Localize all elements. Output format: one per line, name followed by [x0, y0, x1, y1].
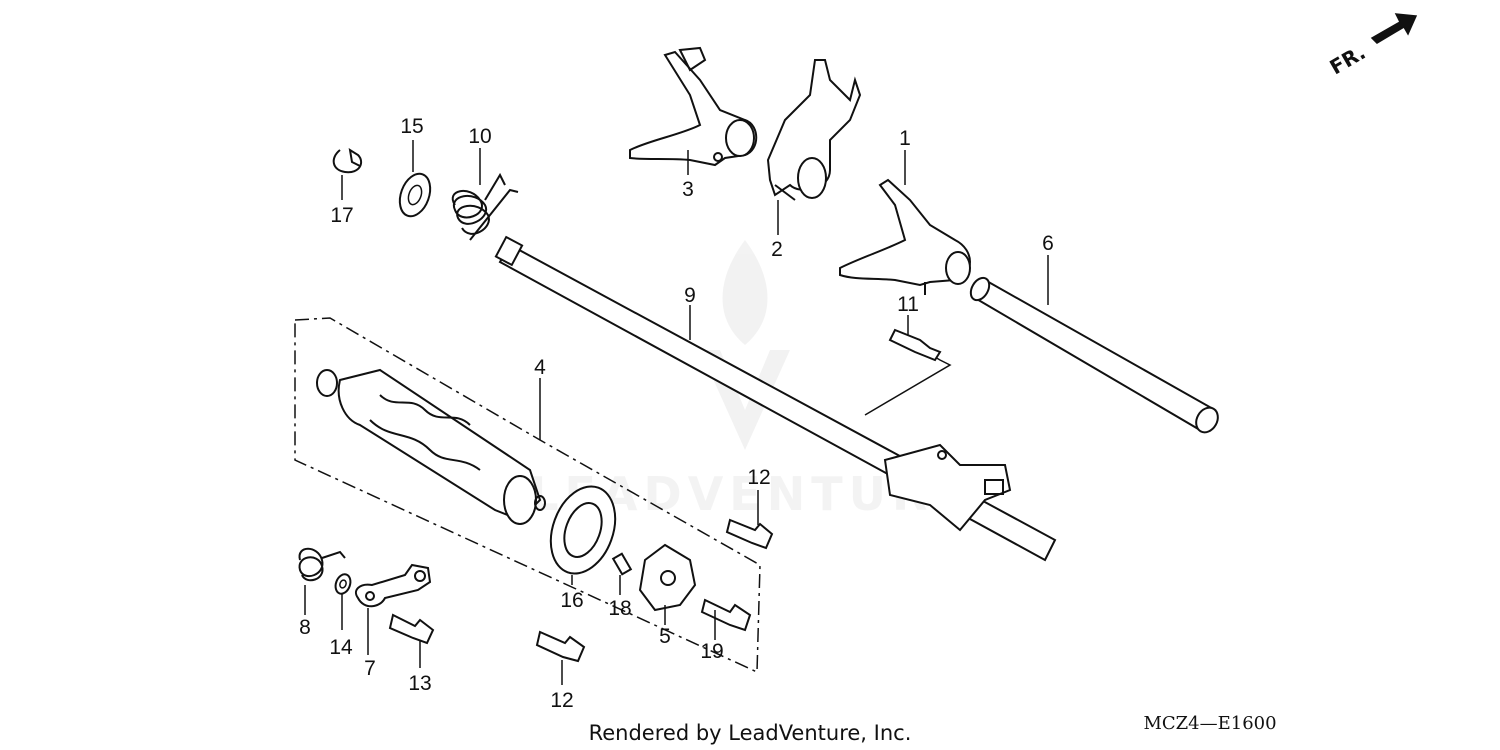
- part-8-spring[interactable]: [298, 547, 346, 615]
- part-12-bolt-lower[interactable]: [535, 630, 586, 685]
- callout-17: 17: [330, 204, 353, 227]
- callout-14: 14: [329, 636, 353, 659]
- callout-9: 9: [684, 284, 696, 307]
- footer-credit: Rendered by LeadVenture, Inc.: [589, 721, 912, 745]
- callout-2: 2: [771, 238, 783, 261]
- arrow-icon: [1370, 13, 1418, 44]
- fr-label: FR.: [1326, 40, 1370, 79]
- front-direction-arrow: FR.: [1326, 13, 1418, 79]
- callout-7: 7: [364, 657, 376, 680]
- callout-8: 8: [299, 616, 311, 639]
- part-6-fork-shaft[interactable]: [967, 255, 1222, 436]
- part-14-washer[interactable]: [333, 572, 353, 630]
- callout-4: 4: [534, 356, 546, 379]
- part-5-drum-center[interactable]: [638, 543, 697, 625]
- part-17-clip[interactable]: [332, 147, 363, 200]
- part-10-spring[interactable]: [451, 148, 519, 241]
- callout-15: 15: [400, 115, 423, 138]
- part-18-dowel-pin[interactable]: [611, 552, 633, 595]
- callout-18: 18: [608, 597, 631, 620]
- callout-12-upper: 12: [747, 466, 770, 489]
- callout-3: 3: [682, 178, 694, 201]
- part-16-bearing[interactable]: [539, 477, 626, 585]
- part-7-stopper-arm[interactable]: [354, 563, 432, 655]
- part-9-gearshift-spindle[interactable]: [494, 235, 1057, 562]
- part-1-shift-fork[interactable]: [839, 150, 971, 295]
- part-19-bolt[interactable]: [700, 598, 752, 640]
- callout-5: 5: [659, 625, 671, 648]
- part-3-shift-fork[interactable]: [629, 46, 758, 175]
- part-4-shift-drum[interactable]: [294, 317, 761, 674]
- part-11-pin[interactable]: [888, 315, 942, 362]
- callout-1: 1: [899, 127, 911, 150]
- callout-12-lower: 12: [550, 689, 573, 712]
- part-2-shift-fork[interactable]: [766, 59, 862, 235]
- part-12-bolt-upper[interactable]: [725, 490, 774, 550]
- callout-19: 19: [700, 640, 723, 663]
- part-15-washer[interactable]: [394, 140, 435, 220]
- diagram-code: MCZ4—E1600: [1143, 713, 1276, 734]
- callout-10: 10: [468, 125, 491, 148]
- callout-6: 6: [1042, 232, 1054, 255]
- callout-16: 16: [560, 589, 583, 612]
- callout-11: 11: [897, 293, 919, 316]
- callout-13: 13: [408, 672, 431, 695]
- part-13-bolt[interactable]: [388, 613, 435, 668]
